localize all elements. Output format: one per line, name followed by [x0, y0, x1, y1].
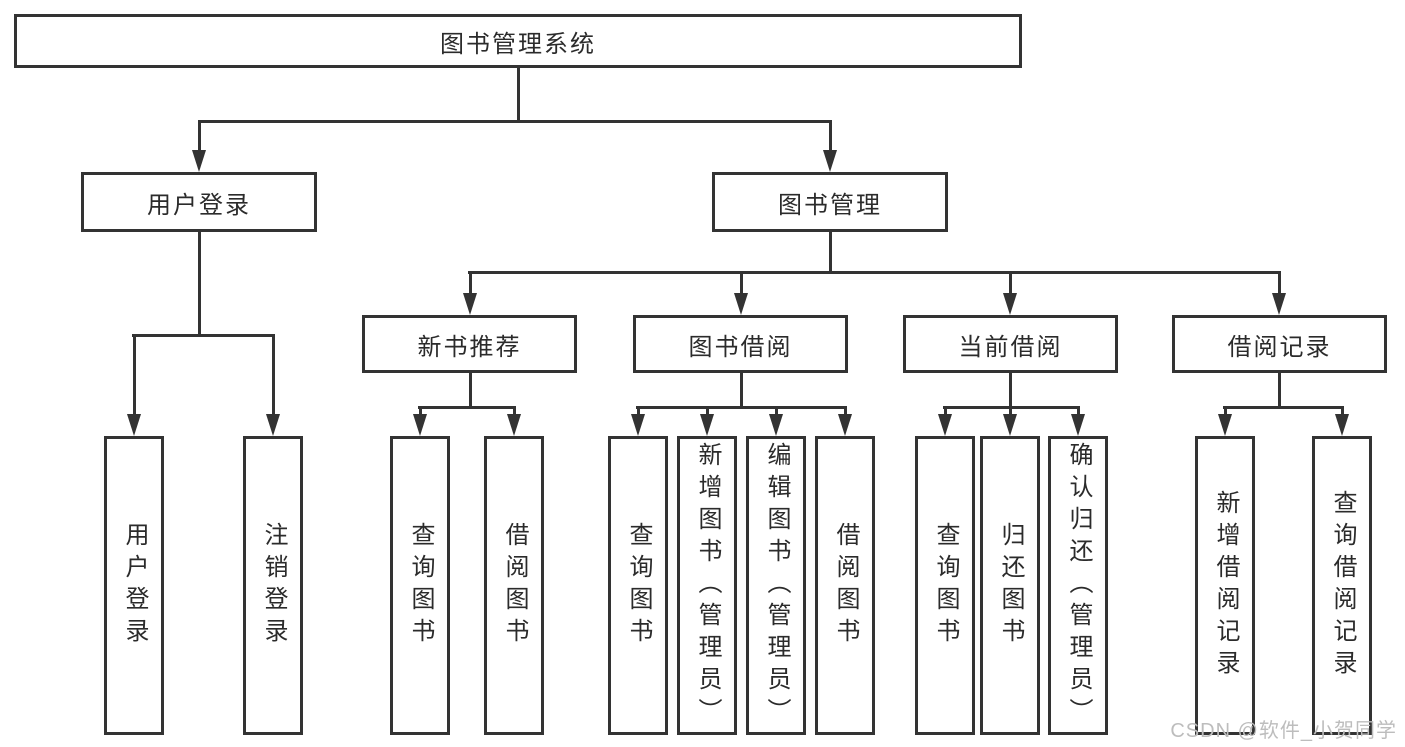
node-label: 归还图书 [997, 521, 1024, 650]
connector-vertical [844, 406, 847, 416]
connector-vertical [829, 120, 832, 152]
node-label: 当前借阅 [958, 333, 1063, 361]
leaf-edit-books-admin: 编辑图书（管理员） [746, 436, 806, 735]
leaf-user-login: 用户登录 [104, 436, 164, 735]
connector-vertical [1278, 373, 1281, 407]
arrowhead-down [631, 414, 645, 436]
arrowhead-down [127, 414, 141, 436]
connector-horizontal [636, 406, 846, 409]
node-borrowing-records: 借阅记录 [1172, 315, 1387, 373]
connector-vertical [775, 406, 778, 416]
node-label: 新增借阅记录 [1212, 489, 1239, 682]
connector-vertical [740, 373, 743, 407]
arrowhead-down [838, 414, 852, 436]
arrowhead-down [1071, 414, 1085, 436]
leaf-add-books-admin: 新增图书（管理员） [677, 436, 737, 735]
node-book-management: 图书管理 [712, 172, 948, 232]
leaf-return-books: 归还图书 [980, 436, 1040, 735]
node-label: 查询图书 [932, 521, 959, 650]
connector-vertical [944, 406, 947, 416]
arrowhead-down [413, 414, 427, 436]
connector-vertical [1278, 271, 1281, 295]
connector-horizontal [418, 406, 515, 409]
arrowhead-down [1218, 414, 1232, 436]
leaf-borrow-books-borrowing: 借阅图书 [815, 436, 875, 735]
leaf-logout: 注销登录 [243, 436, 303, 735]
node-library-management-system: 图书管理系统 [14, 14, 1022, 68]
connector-vertical [198, 120, 201, 152]
node-label: 借阅图书 [501, 521, 528, 650]
arrowhead-down [1003, 414, 1017, 436]
node-label: 查询图书 [625, 521, 652, 650]
connector-horizontal [198, 120, 832, 123]
connector-horizontal [468, 271, 1281, 274]
arrowhead-down [734, 293, 748, 315]
arrowhead-down [266, 414, 280, 436]
node-new-book-recommendation: 新书推荐 [362, 315, 577, 373]
arrowhead-down [507, 414, 521, 436]
node-label: 编辑图书（管理员） [763, 441, 790, 730]
node-label: 借阅图书 [832, 521, 859, 650]
node-label: 新增图书（管理员） [694, 441, 721, 730]
node-label: 确认归还（管理员） [1065, 441, 1092, 730]
leaf-query-books-current: 查询图书 [915, 436, 975, 735]
node-label: 注销登录 [260, 521, 287, 650]
node-user-login: 用户登录 [81, 172, 317, 232]
connector-vertical [1224, 406, 1227, 416]
node-current-borrowing: 当前借阅 [903, 315, 1118, 373]
connector-vertical [706, 406, 709, 416]
node-label: 新书推荐 [417, 333, 522, 361]
connector-vertical [198, 232, 201, 335]
leaf-query-books-recommend: 查询图书 [390, 436, 450, 735]
connector-vertical [469, 271, 472, 295]
connector-vertical [829, 232, 832, 273]
arrowhead-down [1003, 293, 1017, 315]
connector-vertical [637, 406, 640, 416]
leaf-borrow-books-recommend: 借阅图书 [484, 436, 544, 735]
leaf-confirm-return-admin: 确认归还（管理员） [1048, 436, 1108, 735]
node-label: 查询图书 [407, 521, 434, 650]
connector-vertical [272, 334, 275, 416]
arrowhead-down [192, 150, 206, 172]
arrowhead-down [463, 293, 477, 315]
connector-vertical [1009, 271, 1012, 295]
connector-horizontal [132, 334, 274, 337]
connector-vertical [1077, 406, 1080, 416]
watermark-text: CSDN @软件_小贺同学 [1170, 720, 1397, 742]
connector-vertical [1009, 373, 1012, 407]
arrowhead-down [700, 414, 714, 436]
node-label: 图书管理 [778, 191, 882, 219]
node-label: 图书借阅 [688, 333, 793, 361]
leaf-add-borrow-record: 新增借阅记录 [1195, 436, 1255, 735]
connector-vertical [740, 271, 743, 295]
node-label: 查询借阅记录 [1329, 489, 1356, 682]
connector-vertical [419, 406, 422, 416]
connector-vertical [1341, 406, 1344, 416]
node-label: 用户登录 [121, 521, 148, 650]
leaf-query-borrow-record: 查询借阅记录 [1312, 436, 1372, 735]
connector-horizontal [1223, 406, 1343, 409]
connector-vertical [133, 334, 136, 416]
arrowhead-down [769, 414, 783, 436]
arrowhead-down [938, 414, 952, 436]
leaf-query-books-borrowing: 查询图书 [608, 436, 668, 735]
connector-vertical [1009, 406, 1012, 416]
node-label: 图书管理系统 [440, 30, 596, 58]
connector-vertical [469, 373, 472, 407]
connector-vertical [513, 406, 516, 416]
node-label: 用户登录 [147, 191, 251, 219]
node-label: 借阅记录 [1227, 333, 1332, 361]
arrowhead-down [1272, 293, 1286, 315]
connector-vertical [517, 68, 520, 121]
arrowhead-down [823, 150, 837, 172]
node-book-borrowing: 图书借阅 [633, 315, 848, 373]
arrowhead-down [1335, 414, 1349, 436]
